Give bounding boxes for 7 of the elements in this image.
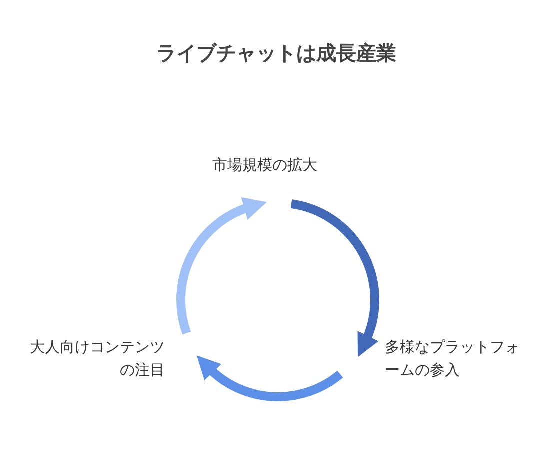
diagram-title: ライブチャットは成長産業 bbox=[156, 40, 398, 67]
cycle-step-label: 多様なプラットフォームの参入 bbox=[385, 336, 525, 382]
curved-arrow bbox=[176, 198, 267, 334]
curved-arrow bbox=[196, 356, 344, 402]
cycle-step-label: 市場規模の拡大 bbox=[200, 154, 330, 177]
curved-arrow bbox=[290, 200, 380, 358]
cycle-step-label: 大人向けコンテンツの注目 bbox=[20, 336, 165, 382]
